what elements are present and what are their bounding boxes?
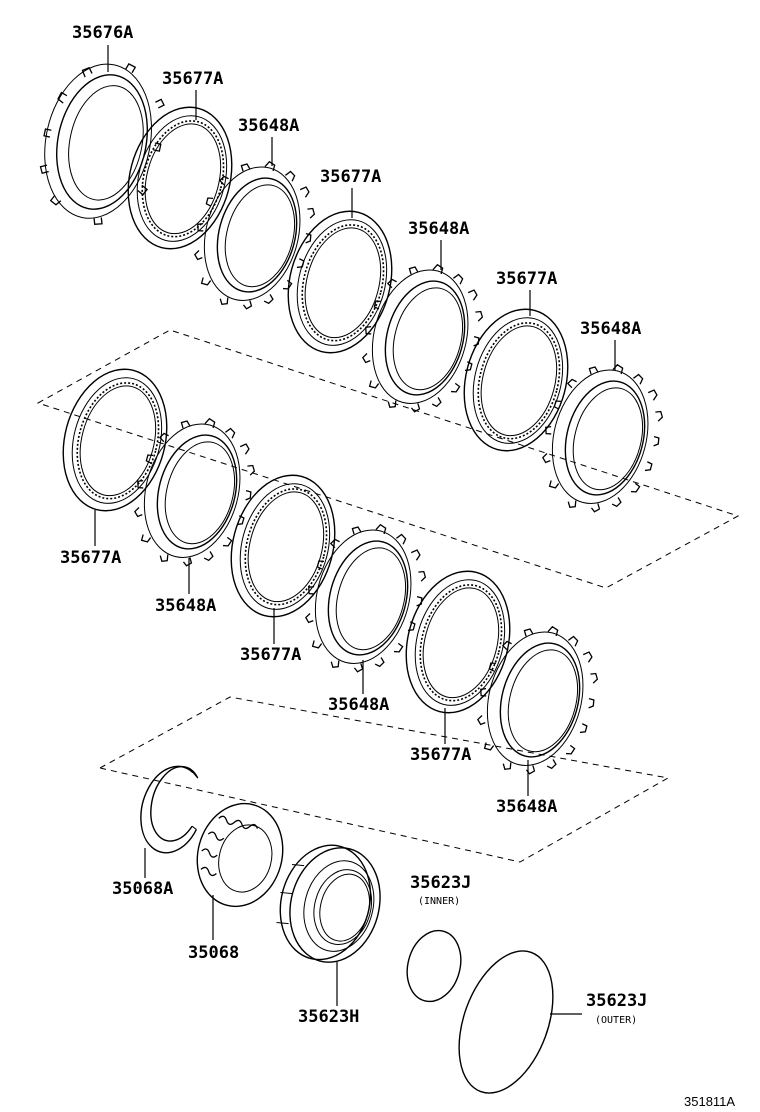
figure-number: 351811A [684,1094,735,1109]
label-35648A-4: 35648A [155,596,216,616]
part-35068A-snap-ring [140,765,199,854]
label-35648A-1: 35648A [238,116,299,136]
label-35677A-1: 35677A [162,69,223,89]
label-35623J-inner: 35623J [410,873,471,893]
part-35623J-inner-o-ring [406,929,462,1003]
part-35677A-disc-2 [272,198,408,366]
label-35068A: 35068A [112,879,173,899]
part-35648A-plate-5 [289,510,440,686]
label-35623J-inner-note: (INNER) [418,896,460,907]
label-35648A-3: 35648A [580,319,641,339]
group-outline-lower [98,696,670,863]
label-35648A-6: 35648A [496,797,557,817]
label-35623J-outer-note: (OUTER) [595,1015,637,1026]
label-35648A-2: 35648A [408,219,469,239]
part-35676A-plate [39,63,165,225]
label-35068: 35068 [188,943,239,963]
part-35648A-plate-6 [461,612,612,788]
part-35623J-outer-o-ring [458,950,554,1094]
leader-lines [94,45,616,1015]
part-35648A-plate-4 [118,404,269,580]
label-35623J-outer: 35623J [586,991,647,1011]
part-35623H-piston [276,844,381,963]
part-35068-spring-retainer [196,802,284,908]
part-35677A-disc-3 [448,296,584,464]
part-35648A-plate-3 [526,350,677,526]
label-35676A: 35676A [72,23,133,43]
group-outline-upper [36,329,740,589]
label-35677A-5: 35677A [240,645,301,665]
label-35623H: 35623H [298,1007,359,1027]
label-35677A-3: 35677A [496,269,557,289]
label-35677A-6: 35677A [410,745,471,765]
label-35648A-5: 35648A [328,695,389,715]
label-35677A-2: 35677A [320,167,381,187]
label-35677A-4: 35677A [60,548,121,568]
